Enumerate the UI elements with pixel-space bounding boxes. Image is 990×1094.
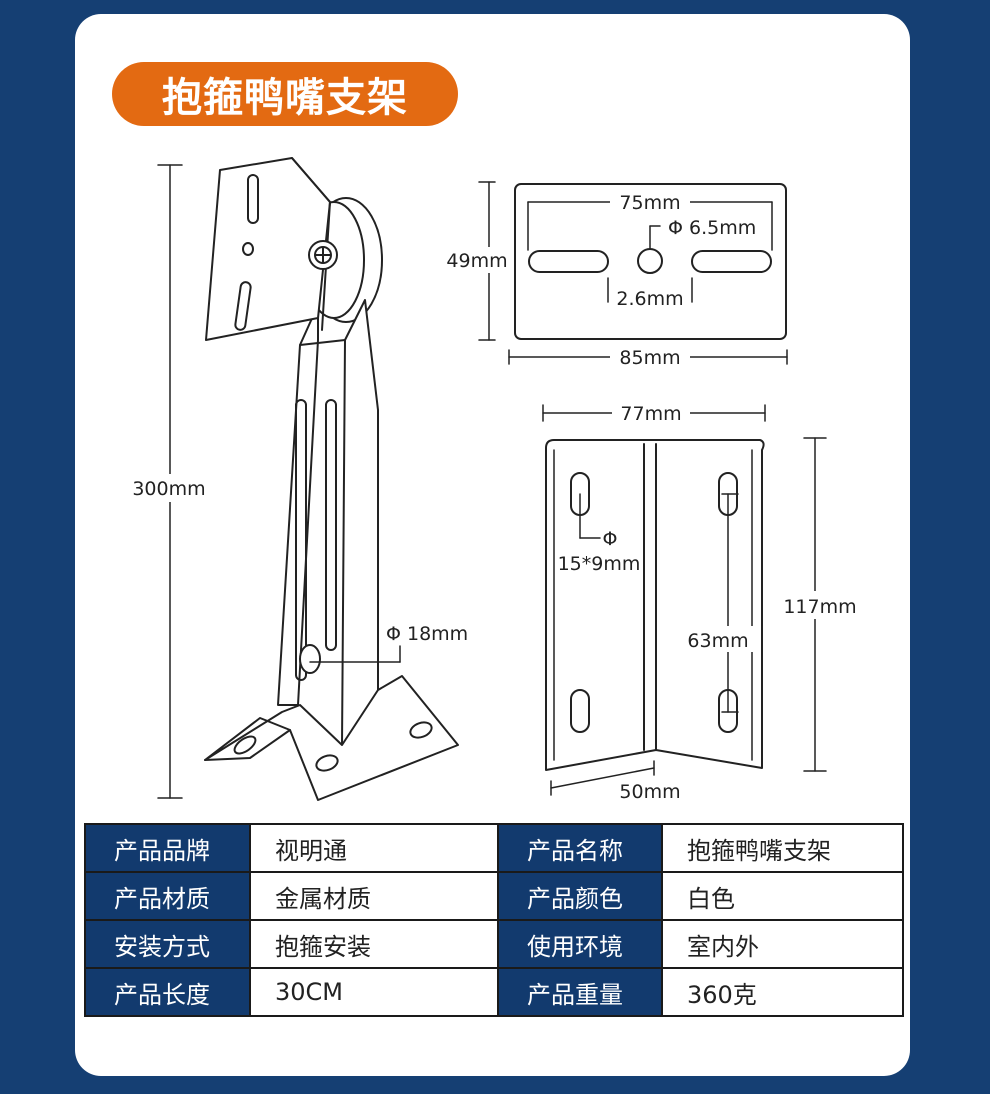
spec-row: 产品品牌 视明通 产品名称 抱箍鸭嘴支架 xyxy=(84,823,904,873)
spec-key: 使用环境 xyxy=(497,919,663,969)
slot-spacing-label: 63mm xyxy=(687,630,748,652)
slot-gap-label: 2.6mm xyxy=(616,288,683,310)
spec-value: 视明通 xyxy=(249,823,499,873)
plate-width-label: 85mm xyxy=(619,347,680,369)
slot-size-label: 15*9mm xyxy=(558,553,641,575)
spec-key: 产品重量 xyxy=(497,967,663,1017)
hole-spacing-label: 75mm xyxy=(619,192,680,214)
base-front-view: 77mm Φ 15*9mm 63mm 117mm 50mm xyxy=(542,400,860,803)
spec-value: 白色 xyxy=(661,871,904,921)
spec-key: 产品材质 xyxy=(84,871,251,921)
spec-value: 抱箍安装 xyxy=(249,919,499,969)
spec-key: 产品名称 xyxy=(497,823,663,873)
spec-row: 产品材质 金属材质 产品颜色 白色 xyxy=(84,871,904,921)
spec-key: 安装方式 xyxy=(84,919,251,969)
base-depth-label: 50mm xyxy=(619,781,680,803)
spec-table: 产品品牌 视明通 产品名称 抱箍鸭嘴支架 产品材质 金属材质 产品颜色 白色 安… xyxy=(84,823,904,1017)
plate-front-view: 49mm 75mm Φ 6.5mm 2.6mm 85mm xyxy=(442,181,788,370)
spec-value: 金属材质 xyxy=(249,871,499,921)
spec-value: 360克 xyxy=(661,967,904,1017)
spec-row: 安装方式 抱箍安装 使用环境 室内外 xyxy=(84,919,904,969)
base-width-label: 77mm xyxy=(620,403,681,425)
page-title: 抱箍鸭嘴支架 xyxy=(112,62,458,126)
hole-diameter-label: Φ 18mm xyxy=(386,623,468,645)
spec-value: 室内外 xyxy=(661,919,904,969)
spec-row: 产品长度 30CM 产品重量 360克 xyxy=(84,967,904,1017)
spec-key: 产品品牌 xyxy=(84,823,251,873)
height-total-label: 300mm xyxy=(132,478,205,500)
base-height-label: 117mm xyxy=(783,596,856,618)
bracket-side-view: 300mm Φ 18mm xyxy=(128,157,468,801)
spec-key: 产品长度 xyxy=(84,967,251,1017)
plate-height-label: 49mm xyxy=(446,250,507,272)
spec-value: 30CM xyxy=(249,967,499,1017)
plate-hole-diameter-label: Φ 6.5mm xyxy=(668,217,756,239)
spec-key: 产品颜色 xyxy=(497,871,663,921)
slot-symbol: Φ xyxy=(603,528,618,550)
spec-value: 抱箍鸭嘴支架 xyxy=(661,823,904,873)
